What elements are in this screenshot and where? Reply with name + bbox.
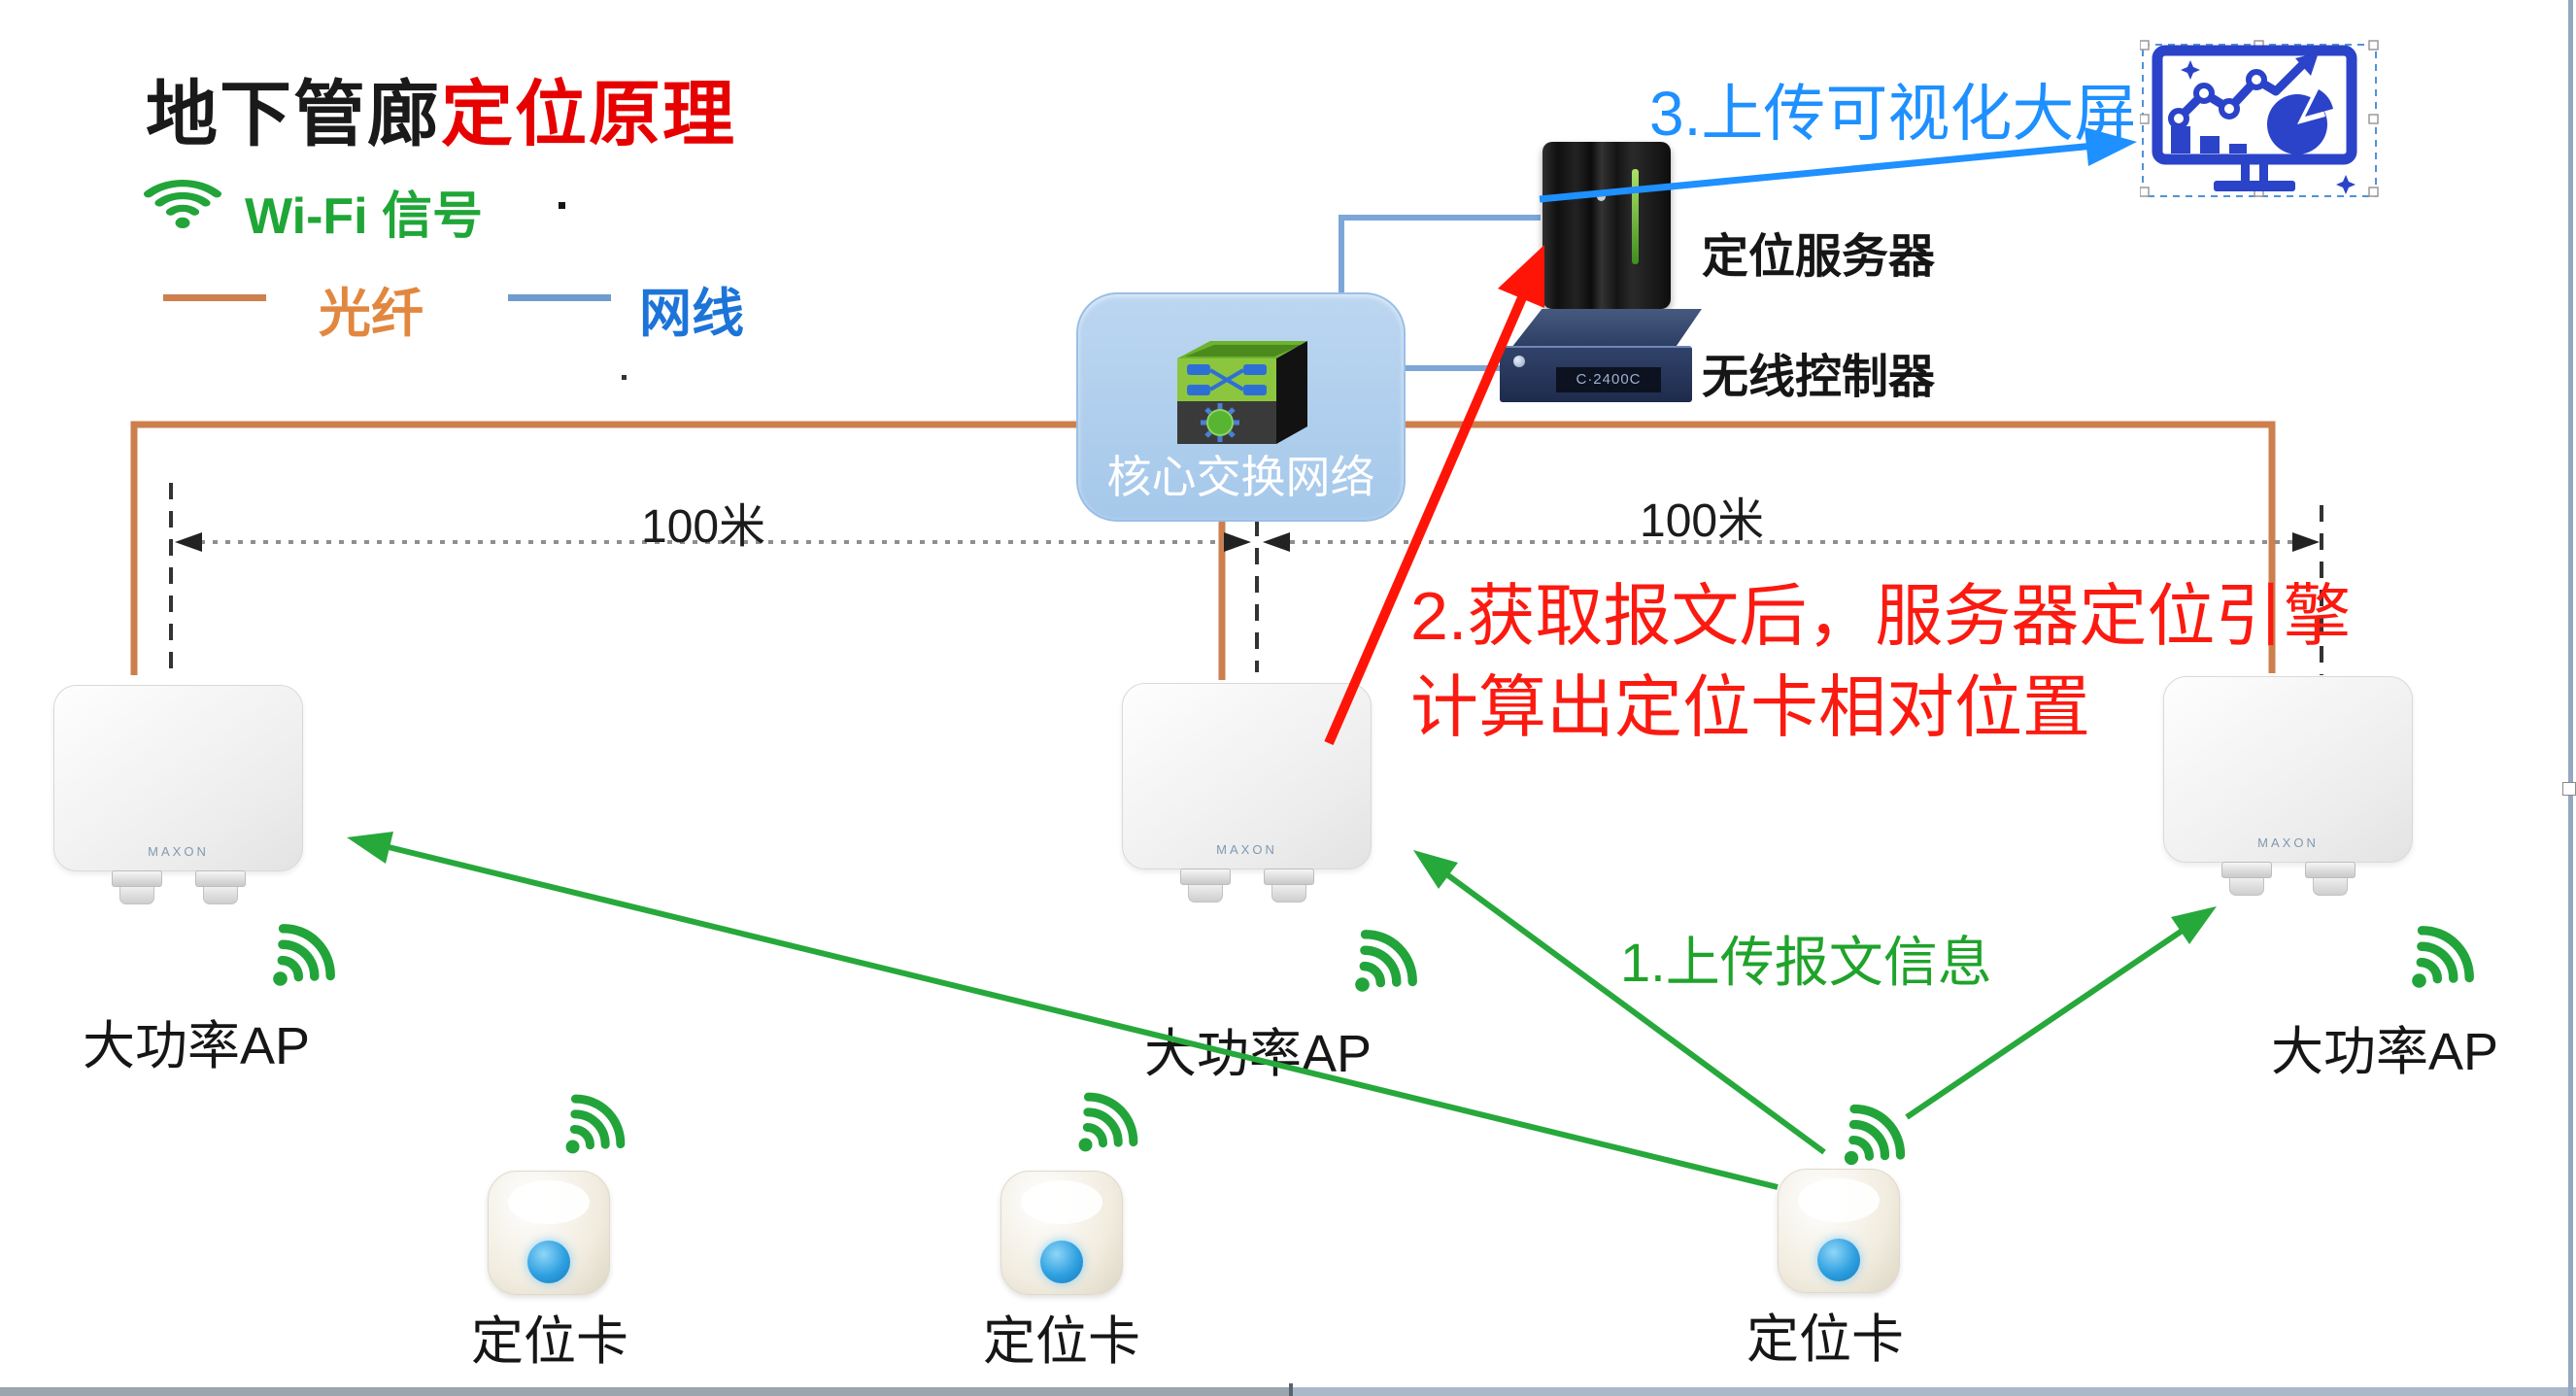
server-power-dot	[1597, 192, 1606, 201]
annotation-step1: 1.上传报文信息	[1620, 932, 1992, 993]
dimension-label-right: 100米	[1640, 495, 1765, 547]
dimension-arrowhead	[2292, 532, 2320, 552]
cable-gland	[2304, 862, 2356, 896]
tag-label-left: 定位卡	[471, 1312, 628, 1371]
fiber-line-right	[1402, 421, 2276, 673]
tag-sheen	[1020, 1179, 1103, 1225]
ap-node-left: MAXON	[53, 685, 303, 904]
ap-node-right: MAXON	[2163, 676, 2413, 896]
tag-button	[527, 1240, 570, 1283]
cable-gland	[1263, 868, 1314, 902]
tag-node-right	[1778, 1169, 1900, 1293]
controller-display: C·2400C	[1556, 367, 1661, 392]
legend-ethernet-label: 网线	[639, 285, 744, 343]
legend-fiber-label: 光纤	[319, 285, 424, 343]
ap-label-left: 大功率AP	[83, 1017, 311, 1075]
ap-brand: MAXON	[2257, 835, 2319, 850]
ap-brand: MAXON	[148, 844, 209, 859]
cable-gland	[1179, 868, 1231, 902]
controller-top-face	[1511, 309, 1702, 348]
right-edge-line	[2568, 0, 2573, 1396]
dimension-arrowhead	[175, 532, 202, 552]
server-label: 定位服务器	[1702, 231, 1936, 283]
page-title-black: 地下管廊	[146, 74, 441, 154]
cable-gland	[194, 870, 246, 904]
fiber-line-left	[130, 421, 1076, 675]
blue-arrow-to-dashboard	[1539, 127, 2137, 203]
annotation-step2-line1: 2.获取报文后，服务器定位引擎	[1410, 578, 2352, 654]
dashboard-chart-icon	[2139, 39, 2381, 209]
dimension-arrowhead	[1263, 532, 1290, 552]
green-arrow-to-middle-ap	[1413, 850, 1826, 1155]
right-edge-handle	[2562, 782, 2576, 796]
ethernet-line-swatch	[508, 294, 611, 301]
dimension-label-left: 100米	[641, 501, 766, 553]
stray-dot	[622, 375, 627, 380]
bottom-bar-left	[0, 1387, 1292, 1396]
selection-handles	[2139, 40, 2379, 197]
tag-sheen	[1797, 1177, 1881, 1223]
page-title: 地下管廊定位原理	[146, 56, 736, 160]
tag-label-middle: 定位卡	[983, 1312, 1140, 1371]
legend-wifi-label: Wi-Fi 信号	[245, 188, 484, 245]
core-switch-label: 核心交换网络	[1106, 452, 1375, 502]
red-arrow-to-server	[1324, 245, 1544, 745]
bottom-bar-right	[1292, 1387, 2576, 1396]
tag-label-right: 定位卡	[1746, 1311, 1904, 1369]
green-arrow-to-right-ap	[1905, 906, 2217, 1120]
cable-gland	[2220, 862, 2272, 896]
annotation-step2-line2: 计算出定位卡相对位置	[1410, 669, 2090, 745]
ap-brand: MAXON	[1216, 842, 1277, 857]
page-title-red: 定位原理	[441, 74, 736, 154]
server-tower-icon	[1542, 142, 1671, 309]
controller-label: 无线控制器	[1702, 352, 1936, 403]
fiber-line-swatch	[163, 294, 266, 301]
tag-button	[1817, 1238, 1860, 1281]
dimension-arrowhead	[1224, 532, 1251, 552]
tag-sheen	[507, 1179, 591, 1225]
tag-node-left	[488, 1171, 610, 1295]
green-arrow-to-left-ap	[347, 832, 1779, 1190]
controller-logo	[1513, 356, 1525, 367]
bottom-bar-divider	[1289, 1383, 1293, 1396]
ethernet-line-server	[1339, 215, 1541, 292]
server-led	[1632, 169, 1639, 264]
tag-button	[1040, 1240, 1083, 1283]
ap-label-middle: 大功率AP	[1144, 1025, 1373, 1083]
stray-dot	[559, 202, 565, 209]
cable-gland	[111, 870, 162, 904]
core-switch-node: 核心交换网络	[1076, 292, 1406, 522]
network-switch-icon	[1177, 341, 1307, 444]
ap-label-right: 大功率AP	[2271, 1023, 2499, 1081]
annotation-step3: 3.上传可视化大屏	[1649, 79, 2137, 149]
ap-node-middle: MAXON	[1122, 683, 1372, 902]
wireless-controller-icon: C·2400C	[1500, 309, 1704, 406]
tag-node-middle	[1000, 1171, 1123, 1295]
